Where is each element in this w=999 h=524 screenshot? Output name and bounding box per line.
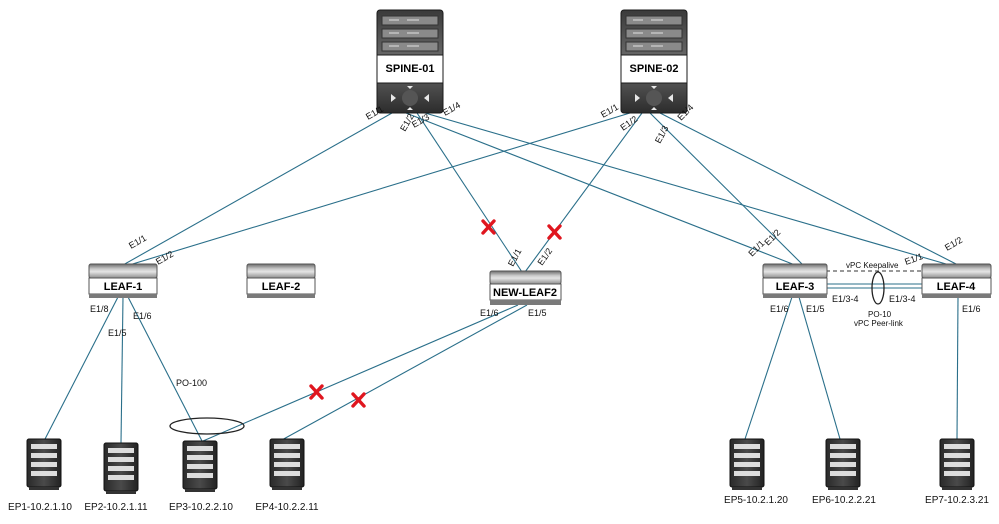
spine-02[interactable] bbox=[620, 9, 688, 114]
spine-02-label: SPINE-02 bbox=[630, 63, 679, 75]
server-icon-ep7[interactable] bbox=[939, 438, 975, 490]
link-spine1-leaf4 bbox=[424, 112, 954, 267]
port-label: E1/1 bbox=[127, 233, 148, 251]
leaf-3[interactable] bbox=[762, 263, 828, 298]
leaf-3-label: LEAF-3 bbox=[776, 281, 815, 293]
po10-ellipse bbox=[871, 271, 885, 305]
link-leaf3-ep5 bbox=[744, 296, 793, 440]
po10-label: PO-10 bbox=[868, 310, 892, 319]
link-spine2-leaf4 bbox=[659, 112, 961, 267]
ep1-label: EP1-10.2.1.10 bbox=[8, 502, 72, 513]
link-spine2-newleaf bbox=[524, 112, 643, 273]
server-icon-ep4[interactable] bbox=[269, 438, 305, 490]
link-leaf1-ep1 bbox=[43, 296, 119, 442]
ep5-label: EP5-10.2.1.20 bbox=[724, 495, 788, 506]
port-label: E1/8 bbox=[90, 304, 109, 314]
server-icon-ep6[interactable] bbox=[825, 438, 861, 490]
spine-01-label: SPINE-01 bbox=[386, 63, 435, 75]
port-label: E1/6 bbox=[480, 308, 499, 318]
port-label: E1/2 bbox=[535, 246, 554, 267]
ep7-label: EP7-10.2.3.21 bbox=[925, 495, 989, 506]
switch-arrows-icon bbox=[391, 86, 429, 110]
ep2-label: EP2-10.2.1.11 bbox=[84, 502, 148, 513]
port-label: E1/6 bbox=[962, 304, 981, 314]
port-label: E1/3-4 bbox=[832, 294, 859, 304]
x-mark-icon bbox=[351, 392, 366, 408]
server-icon-ep2[interactable] bbox=[103, 442, 139, 494]
link-newleaf-ep3 bbox=[202, 304, 519, 442]
ep3-label: EP3-10.2.2.10 bbox=[169, 502, 233, 513]
port-label: E1/3-4 bbox=[889, 294, 916, 304]
port-label: E1/5 bbox=[806, 304, 825, 314]
port-label: E1/6 bbox=[133, 311, 152, 321]
server-icon-ep1[interactable] bbox=[26, 438, 62, 490]
port-label: E1/2 bbox=[618, 114, 639, 133]
leaf-2[interactable] bbox=[246, 263, 316, 298]
vpc-keepalive-label: vPC Keepalive bbox=[846, 261, 899, 270]
port-label: E1/1 bbox=[506, 247, 524, 268]
po100-label: PO-100 bbox=[176, 378, 207, 388]
link-newleaf-ep4 bbox=[279, 304, 528, 442]
port-label: E1/5 bbox=[108, 328, 127, 338]
switch-arrows-icon bbox=[635, 86, 673, 110]
link-leaf1-ep2 bbox=[120, 296, 124, 444]
port-label: E1/1 bbox=[903, 251, 924, 267]
spine-01[interactable] bbox=[376, 9, 444, 114]
port-label: E1/6 bbox=[770, 304, 789, 314]
link-spine1-leaf1 bbox=[122, 112, 393, 266]
leaf-4-label: LEAF-4 bbox=[937, 281, 976, 293]
ep4-label: EP4-10.2.2.11 bbox=[255, 502, 319, 513]
servers bbox=[26, 438, 975, 494]
leaf-1-label: LEAF-1 bbox=[104, 281, 143, 293]
links bbox=[43, 112, 961, 444]
server-icon-ep3[interactable] bbox=[182, 440, 218, 492]
link-leaf1-ep3 bbox=[127, 296, 203, 442]
server-icon-ep5[interactable] bbox=[729, 438, 765, 490]
link-spine2-leaf1 bbox=[125, 112, 631, 267]
leaf-2-label: LEAF-2 bbox=[262, 281, 301, 293]
link-spine1-leaf3 bbox=[405, 112, 796, 266]
ep6-label: EP6-10.2.2.21 bbox=[812, 495, 876, 506]
failure-markers bbox=[309, 219, 562, 408]
link-spine1-newleaf bbox=[416, 112, 523, 273]
port-label: E1/4 bbox=[441, 100, 462, 118]
port-label: E1/3 bbox=[410, 112, 431, 130]
link-leaf3-ep6 bbox=[798, 296, 841, 440]
leaf-4[interactable] bbox=[921, 263, 992, 298]
po100-ellipse bbox=[169, 417, 245, 435]
new-leaf2-label: NEW-LEAF2 bbox=[493, 287, 557, 299]
port-label: E1/3 bbox=[653, 124, 671, 145]
port-label: E1/2 bbox=[943, 235, 964, 253]
port-label: E1/5 bbox=[528, 308, 547, 318]
link-leaf4-ep7 bbox=[956, 296, 959, 440]
link-spine2-leaf3 bbox=[649, 112, 804, 266]
x-mark-icon bbox=[309, 384, 324, 400]
vpc-peerlink-label: vPC Peer-link bbox=[854, 319, 904, 328]
x-mark-icon bbox=[481, 219, 496, 235]
leaf-1[interactable] bbox=[88, 263, 158, 298]
x-mark-icon bbox=[547, 224, 562, 240]
new-leaf2[interactable] bbox=[489, 270, 562, 305]
